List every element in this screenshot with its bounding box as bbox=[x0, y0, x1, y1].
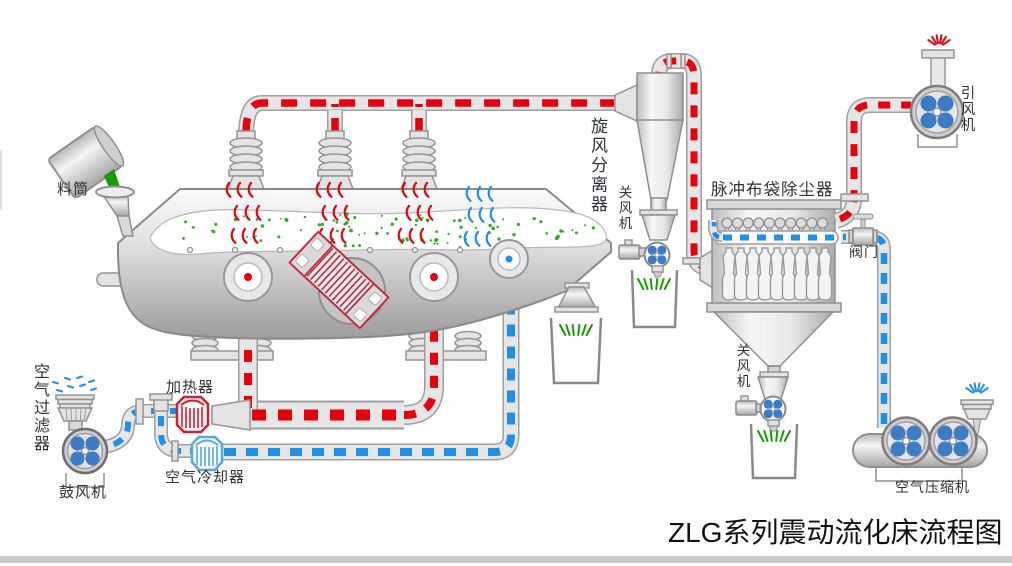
cyclone-rotary-airlock bbox=[618, 209, 678, 278]
hot-air-port-2 bbox=[409, 252, 459, 302]
left-edge-line bbox=[0, 150, 2, 210]
airlock-motor bbox=[618, 244, 641, 260]
air-filter-label: 空气过滤器 bbox=[31, 363, 48, 453]
hot-air-port-1 bbox=[223, 252, 273, 302]
feed-barrel-label: 料筒 bbox=[57, 181, 90, 198]
cyclone-rotary-valve-label: 关风机 bbox=[616, 185, 632, 232]
vibration-motor bbox=[288, 230, 390, 330]
spray-marks bbox=[52, 34, 989, 442]
compressor-fan-2 bbox=[928, 416, 978, 466]
baghouse-cone bbox=[712, 311, 835, 367]
bottom-bar bbox=[0, 556, 1012, 563]
heater-unit bbox=[175, 395, 210, 434]
induced-draft-fan bbox=[909, 49, 965, 148]
collection-bucket-baghouse bbox=[749, 423, 799, 480]
pulse-air-valve bbox=[848, 213, 878, 246]
collection-bucket-dryer bbox=[549, 317, 603, 385]
blower-unit bbox=[55, 394, 109, 488]
fluidized-bed-zone bbox=[149, 207, 607, 256]
compressor-fan-1 bbox=[881, 416, 931, 466]
tee-cap bbox=[149, 393, 173, 401]
cold-air-port bbox=[489, 239, 529, 279]
filter-bags bbox=[721, 247, 833, 301]
compressor-intake-filter bbox=[960, 399, 994, 435]
air-flow-marks bbox=[225, 181, 496, 247]
cyclone-label: 旋风分离器 bbox=[588, 117, 607, 215]
diagram-title: ZLG系列震动流化床流程图 bbox=[668, 517, 1003, 548]
exhaust-riser-bellows bbox=[226, 130, 439, 190]
collection-bucket-cyclone bbox=[630, 269, 679, 329]
dryer-discharge bbox=[554, 282, 599, 313]
pulse-nozzles bbox=[721, 217, 829, 234]
bag-rotary-valve-label: 关风机 bbox=[734, 343, 750, 390]
valve-label: 阀门 bbox=[849, 244, 879, 260]
air-compressor bbox=[852, 399, 994, 482]
pipe-coupling-flange bbox=[135, 398, 144, 425]
blower-label: 鼓风机 bbox=[59, 484, 108, 501]
airlock-motor bbox=[735, 400, 758, 416]
air-cooler-label: 空气冷却器 bbox=[165, 469, 246, 486]
fluid-bed-dryer bbox=[96, 181, 612, 340]
bed-rivets bbox=[186, 246, 509, 254]
air-cooler-unit bbox=[190, 435, 224, 472]
cyclone-inlet-reducer bbox=[614, 83, 638, 123]
valve-handle bbox=[852, 213, 874, 220]
heater-outlet-reducer bbox=[211, 399, 251, 431]
feed-funnel bbox=[95, 185, 135, 237]
bag-filter-label: 脉冲布袋除尘器 bbox=[711, 181, 834, 199]
baghouse-rotary-airlock bbox=[735, 365, 790, 432]
heater-label: 加热器 bbox=[166, 379, 215, 396]
clean-gas-pipe bbox=[833, 97, 913, 229]
air-compressor-label: 空气压缩机 bbox=[895, 479, 970, 495]
induced-draft-fan-label: 引风机 bbox=[958, 85, 975, 133]
bag-dust-collector bbox=[699, 199, 842, 432]
intake-air-filter bbox=[55, 394, 95, 431]
cyclone-separator bbox=[614, 72, 684, 278]
